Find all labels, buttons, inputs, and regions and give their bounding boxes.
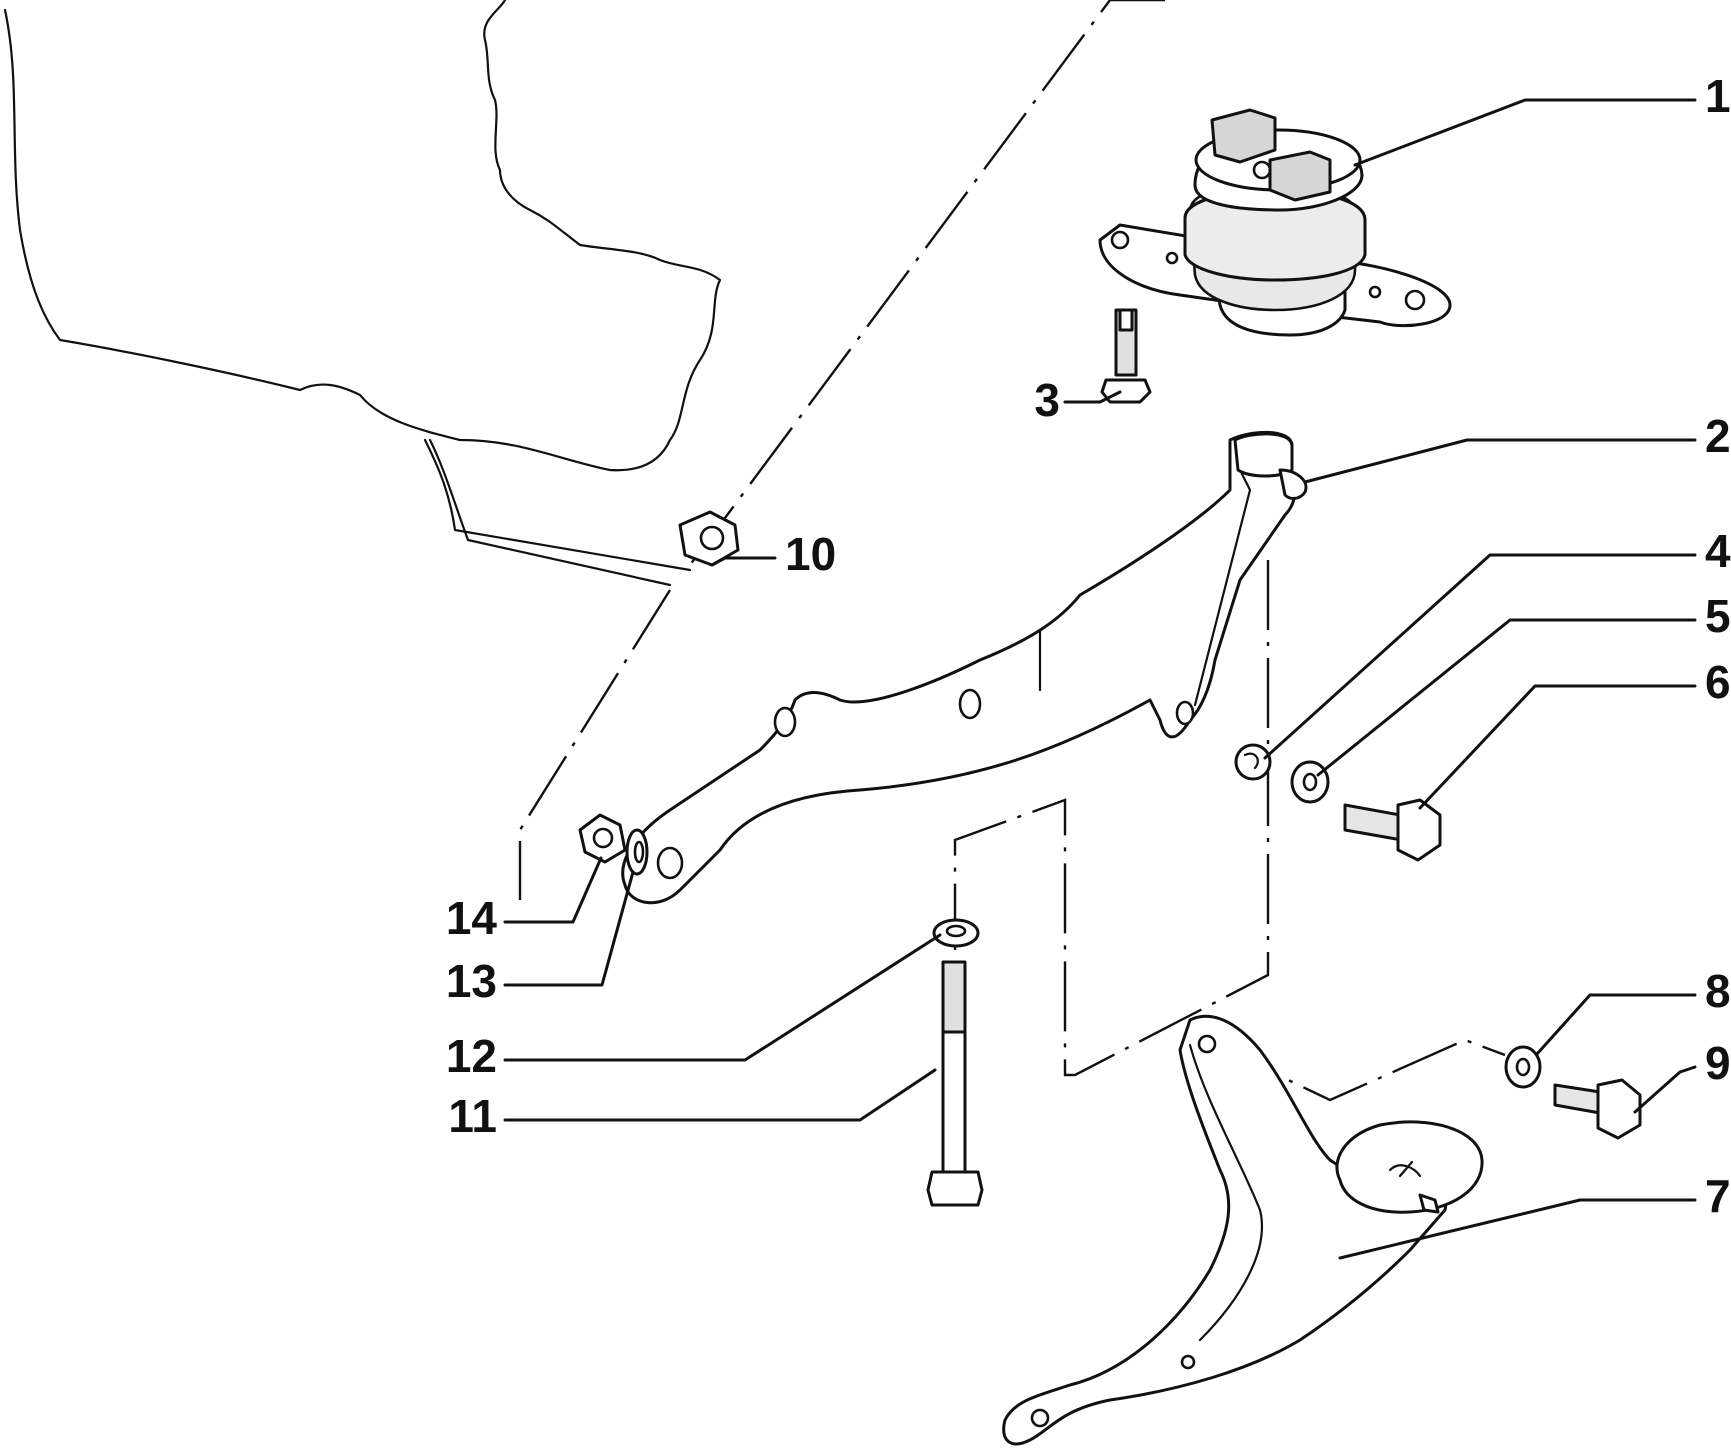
callout-6: 6 bbox=[1705, 656, 1731, 708]
callout-3: 3 bbox=[1034, 374, 1060, 426]
screw-3 bbox=[1100, 308, 1152, 404]
callout-8: 8 bbox=[1705, 965, 1731, 1017]
washer-5 bbox=[1290, 760, 1330, 804]
callout-9: 9 bbox=[1705, 1037, 1731, 1089]
callout-7: 7 bbox=[1705, 1170, 1731, 1222]
washer-8 bbox=[1504, 1045, 1542, 1089]
bolt-6 bbox=[1343, 798, 1442, 862]
link-arm bbox=[621, 430, 1308, 905]
callout-13: 13 bbox=[446, 955, 497, 1007]
bolt-9 bbox=[1553, 1078, 1642, 1140]
callout-4: 4 bbox=[1705, 525, 1731, 577]
callout-10: 10 bbox=[785, 528, 836, 580]
engine-outline bbox=[3, 0, 722, 587]
nut-10 bbox=[678, 510, 740, 567]
callout-2: 2 bbox=[1705, 410, 1731, 462]
lower-bracket bbox=[1002, 1014, 1484, 1446]
callout-11: 11 bbox=[448, 1090, 497, 1142]
callout-5: 5 bbox=[1705, 590, 1731, 642]
callout-1: 1 bbox=[1705, 70, 1731, 122]
engine-mount bbox=[1098, 108, 1452, 337]
lock-washer-4 bbox=[1234, 743, 1272, 781]
long-bolt-11 bbox=[926, 960, 984, 1207]
washer-13 bbox=[625, 828, 649, 876]
nut-14 bbox=[578, 813, 627, 864]
callout-12: 12 bbox=[446, 1030, 497, 1082]
callout-labels: 1 2 3 4 5 6 7 8 9 10 11 12 13 14 bbox=[446, 70, 1731, 1222]
leader-lines bbox=[503, 98, 1697, 1260]
callout-14: 14 bbox=[446, 892, 498, 944]
washer-12 bbox=[932, 918, 980, 948]
